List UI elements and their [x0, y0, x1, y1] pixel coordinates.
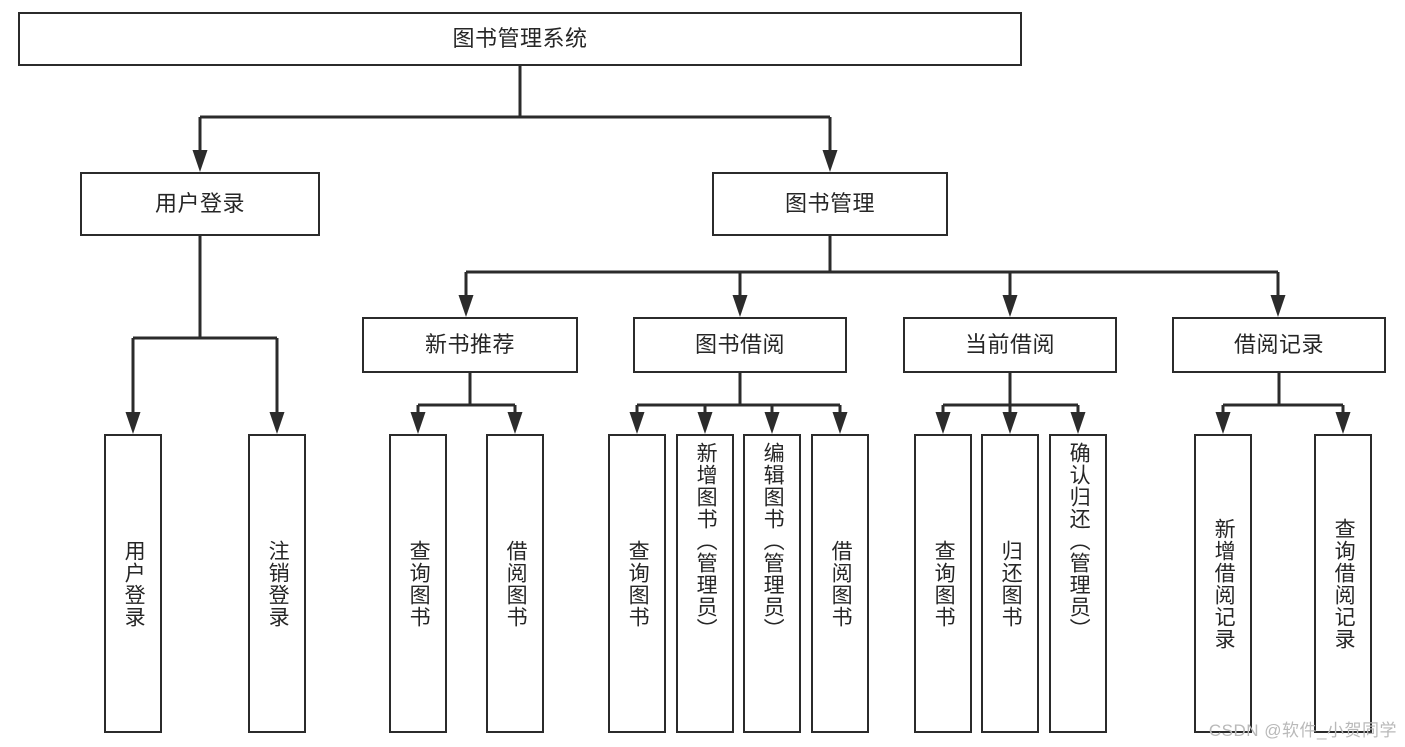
leaf-add-book-admin[interactable]: 新增图书（管理员） — [676, 434, 734, 733]
node-label: 借阅图书 — [504, 539, 528, 628]
node-label: 图书借阅 — [694, 331, 785, 357]
leaf-add-borrowing-record[interactable]: 新增借阅记录 — [1194, 434, 1252, 733]
node-borrowing-record[interactable]: 借阅记录 — [1172, 317, 1386, 373]
leaf-query-book-current[interactable]: 查询图书 — [914, 434, 972, 733]
leaf-query-book-borrowing[interactable]: 查询图书 — [608, 434, 666, 733]
node-label: 图书管理系统 — [452, 25, 588, 51]
node-label: 新增图书（管理员） — [694, 442, 718, 640]
node-user-login[interactable]: 用户登录 — [80, 172, 320, 236]
node-label: 用户登录 — [154, 190, 245, 216]
node-label: 编辑图书（管理员） — [761, 442, 785, 640]
node-label: 确认归还（管理员） — [1067, 442, 1091, 640]
node-label: 用户登录 — [122, 539, 146, 628]
node-book-borrowing[interactable]: 图书借阅 — [633, 317, 847, 373]
node-label: 当前借阅 — [964, 331, 1055, 357]
node-label: 查询图书 — [932, 539, 956, 628]
leaf-return-book[interactable]: 归还图书 — [981, 434, 1039, 733]
node-root-book-management-system[interactable]: 图书管理系统 — [18, 12, 1022, 66]
leaf-borrow-book-new-recommendation[interactable]: 借阅图书 — [486, 434, 544, 733]
leaf-user-login[interactable]: 用户登录 — [104, 434, 162, 733]
node-label: 借阅记录 — [1233, 331, 1324, 357]
leaf-logout[interactable]: 注销登录 — [248, 434, 306, 733]
node-label: 新增借阅记录 — [1212, 517, 1236, 650]
watermark-text: CSDN @软件_小贺同学 — [1208, 721, 1397, 740]
node-label: 注销登录 — [266, 539, 290, 628]
node-label: 查询借阅记录 — [1332, 517, 1356, 650]
node-current-borrowing[interactable]: 当前借阅 — [903, 317, 1117, 373]
node-label: 借阅图书 — [829, 539, 853, 628]
node-label: 归还图书 — [999, 539, 1023, 628]
leaf-edit-book-admin[interactable]: 编辑图书（管理员） — [743, 434, 801, 733]
node-label: 图书管理 — [784, 190, 875, 216]
node-label: 查询图书 — [407, 539, 431, 628]
leaf-confirm-return-admin[interactable]: 确认归还（管理员） — [1049, 434, 1107, 733]
leaf-borrow-book-borrowing[interactable]: 借阅图书 — [811, 434, 869, 733]
leaf-query-borrowing-record[interactable]: 查询借阅记录 — [1314, 434, 1372, 733]
node-label: 新书推荐 — [424, 331, 515, 357]
node-label: 查询图书 — [626, 539, 650, 628]
leaf-query-book-new-recommendation[interactable]: 查询图书 — [389, 434, 447, 733]
node-new-book-recommendation[interactable]: 新书推荐 — [362, 317, 578, 373]
node-book-management[interactable]: 图书管理 — [712, 172, 948, 236]
